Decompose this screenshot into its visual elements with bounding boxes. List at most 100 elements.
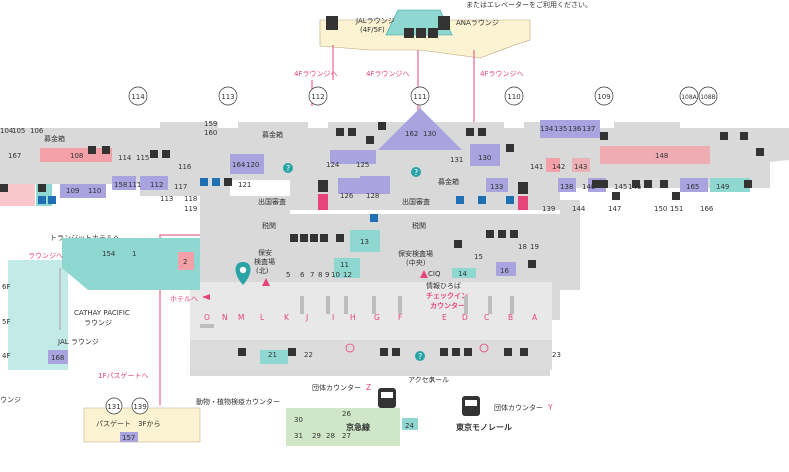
zone-z-letter: Z bbox=[366, 383, 371, 392]
store-158: 158 bbox=[114, 181, 127, 189]
store-130b: 130 bbox=[478, 154, 491, 162]
store-108: 108 bbox=[70, 152, 83, 160]
store-134: 134 bbox=[540, 125, 554, 133]
zone-l: L bbox=[260, 313, 265, 322]
zone-n: N bbox=[222, 313, 228, 322]
store-114: 114 bbox=[118, 154, 132, 162]
monorail-icon bbox=[462, 396, 480, 416]
donation-box-2: 募金箱 bbox=[262, 130, 283, 139]
donation-box-1: 募金箱 bbox=[44, 134, 65, 143]
pass-gate-1f: 1Fパスゲートへ bbox=[98, 371, 148, 380]
store-167: 167 bbox=[8, 152, 21, 160]
store-157: 157 bbox=[122, 434, 135, 442]
store-143: 143 bbox=[574, 163, 587, 171]
keikyu-line: 京急線 bbox=[346, 422, 370, 432]
zone-o: O bbox=[204, 313, 210, 322]
pass-gate-label: パスゲート bbox=[96, 419, 131, 428]
store-18: 18 bbox=[518, 243, 527, 251]
group-counter-z-label: 団体カウンター bbox=[312, 383, 361, 392]
jal-lounge-line2: (4F/5F) bbox=[360, 26, 385, 34]
to-4f-lounge-3: 4Fラウンジへ bbox=[480, 70, 523, 78]
store-115: 115 bbox=[136, 154, 149, 162]
pier-store-labels: 104 105 106 167 108 109 110 158 111 112 … bbox=[0, 120, 729, 213]
store-148: 148 bbox=[655, 152, 668, 160]
floor-4f: 4F bbox=[2, 352, 10, 360]
zone-b: B bbox=[508, 313, 513, 322]
info-icons: ? ? ? bbox=[283, 163, 425, 361]
store-116: 116 bbox=[178, 163, 192, 171]
hotel-arrow bbox=[202, 294, 210, 300]
info-icon bbox=[283, 163, 293, 173]
zone-y-letter: Y bbox=[547, 403, 553, 412]
store-137: 137 bbox=[582, 125, 595, 133]
zone-k: K bbox=[284, 313, 290, 322]
info-icon bbox=[411, 167, 421, 177]
security-north-1: 保安 bbox=[258, 248, 272, 257]
store-133: 133 bbox=[490, 183, 503, 191]
store-23: 23 bbox=[552, 351, 561, 359]
store-159: 159 bbox=[204, 120, 217, 128]
security-center-1: 保安検査場 bbox=[398, 249, 433, 258]
gate-131-bottom[interactable]: 131 bbox=[105, 397, 123, 415]
svg-text:?: ? bbox=[418, 352, 422, 361]
store-112: 112 bbox=[150, 181, 163, 189]
notice-text: またはエレベーターをご利用ください。 bbox=[466, 0, 592, 9]
clock-icon bbox=[345, 343, 355, 353]
gate-108b[interactable]: 108B bbox=[698, 86, 718, 122]
donation-box-3: 募金箱 bbox=[438, 177, 459, 186]
zone-e: E bbox=[442, 313, 447, 322]
hall-lower bbox=[190, 340, 552, 370]
store-104: 104 bbox=[0, 127, 14, 135]
north-marker bbox=[262, 278, 270, 286]
gate-112-label: 112 bbox=[311, 93, 324, 101]
store-149: 149 bbox=[716, 183, 729, 191]
store-138: 138 bbox=[560, 183, 573, 191]
monorail-line: 東京モノレール bbox=[456, 422, 512, 432]
pass-gate-area bbox=[83, 407, 201, 443]
animal-counter-label: 動物・植物検疫カウンター bbox=[196, 397, 280, 406]
store-140: 140 bbox=[582, 183, 595, 191]
store-8: 8 bbox=[318, 271, 322, 279]
gate-108a-label: 108A bbox=[681, 94, 697, 101]
store-154: 154 bbox=[102, 250, 116, 258]
store-151: 151 bbox=[670, 205, 683, 213]
gate-139-bottom[interactable]: 139 bbox=[131, 397, 149, 415]
store-16: 16 bbox=[500, 267, 509, 275]
store-131: 131 bbox=[450, 156, 463, 164]
zone-d: D bbox=[462, 313, 468, 322]
group-counter-y-label: 団体カウンター bbox=[494, 403, 543, 412]
gate-fingers bbox=[128, 106, 716, 128]
store-125: 125 bbox=[356, 161, 369, 169]
to-4f-lounge-1: 4Fラウンジへ bbox=[294, 70, 337, 78]
store-150: 150 bbox=[654, 205, 667, 213]
floor-5f: 5F bbox=[2, 318, 10, 326]
store-5: 5 bbox=[286, 271, 290, 279]
gate-131-label: 131 bbox=[107, 403, 120, 411]
store-124: 124 bbox=[326, 161, 340, 169]
zone-m: M bbox=[238, 313, 244, 322]
zone-c: C bbox=[484, 313, 489, 322]
store-15: 15 bbox=[474, 253, 483, 261]
store-22: 22 bbox=[304, 351, 313, 359]
store-2-block bbox=[178, 252, 194, 270]
ounge-fragment: ウンジ bbox=[0, 396, 21, 404]
store-157-block bbox=[120, 432, 138, 442]
clock-icon bbox=[479, 343, 489, 353]
store-168: 168 bbox=[51, 354, 64, 362]
emigration-1: 出国審査 bbox=[258, 197, 286, 206]
lounge-icons bbox=[326, 16, 450, 38]
checkin-zones: O N M L K J I H G F E D C B A bbox=[204, 313, 538, 322]
gate-111[interactable]: 111 bbox=[410, 86, 430, 122]
zone-i: I bbox=[332, 313, 334, 322]
store-113: 113 bbox=[160, 195, 173, 203]
gate-108b-label: 108B bbox=[700, 94, 716, 101]
location-pin-icon bbox=[235, 262, 251, 285]
store-117: 117 bbox=[174, 183, 187, 191]
jal-lounge-label: JALラウンジ (4F/5F) bbox=[355, 17, 395, 34]
store-27: 27 bbox=[342, 432, 351, 440]
store-119: 119 bbox=[184, 205, 197, 213]
store-6: 6 bbox=[300, 271, 305, 279]
svg-text:?: ? bbox=[286, 164, 290, 173]
store-154-block bbox=[62, 238, 200, 290]
